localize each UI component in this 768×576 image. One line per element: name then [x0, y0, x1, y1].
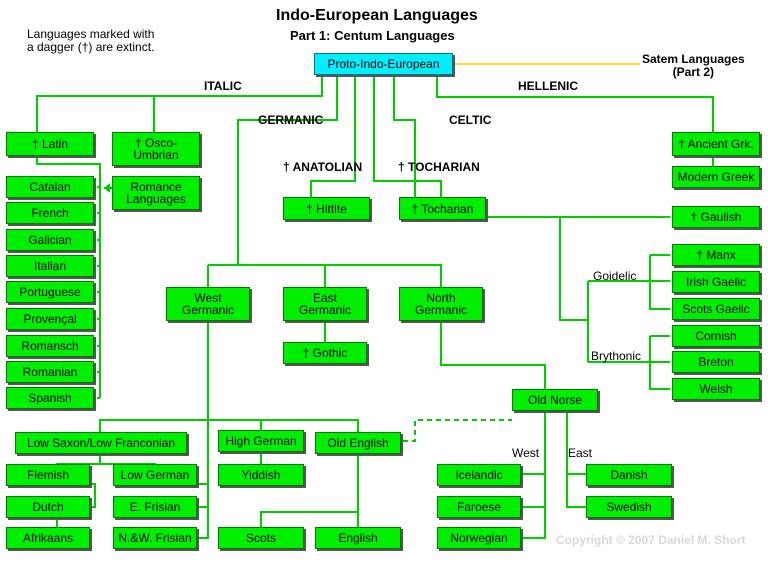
node-north-germanic[interactable]: North Germanic [399, 287, 483, 321]
copyright: Copyright © 2007 Daniel M. Short [556, 533, 746, 547]
node-spanish[interactable]: Spanish [6, 387, 94, 409]
node-danish[interactable]: Danish [586, 464, 672, 486]
node-english[interactable]: English [315, 527, 401, 549]
label-brythonic: Brythonic [591, 349, 642, 363]
node-high-german[interactable]: High German [218, 430, 304, 452]
node-italian[interactable]: Italian [6, 255, 94, 277]
node-old-english[interactable]: Old English [315, 432, 401, 454]
node-gaulish[interactable]: † Gaulish [672, 206, 760, 228]
branch-celtic: CELTIC [449, 113, 492, 127]
node-west-germanic[interactable]: West Germanic [166, 287, 250, 321]
node-scots-gaelic[interactable]: Scots Gaelic [672, 298, 760, 320]
label-west: West [512, 446, 540, 460]
node-low-saxon-low-franconian[interactable]: Low Saxon/Low Franconian [15, 432, 187, 454]
extinct-note: Languages marked with a dagger (†) are e… [27, 27, 155, 54]
node-proto-indo-european[interactable]: Proto-Indo-European [314, 53, 453, 75]
node-tocharian[interactable]: † Tocharian [399, 197, 486, 220]
node-osco-umbrian[interactable]: † Osco- Umbrian [112, 132, 200, 166]
branch-anatolian: † ANATOLIAN [283, 160, 363, 174]
node-gothic[interactable]: † Gothic [283, 342, 367, 364]
branch-italic: ITALIC [204, 79, 242, 93]
node-portuguese[interactable]: Portuguese [6, 281, 94, 303]
node-faroese[interactable]: Faroese [437, 496, 521, 518]
node-scots[interactable]: Scots [218, 527, 304, 549]
node-catalan[interactable]: Catalan [6, 176, 94, 198]
label-east: East [568, 446, 593, 460]
node-breton[interactable]: Breton [672, 351, 760, 373]
node-galician[interactable]: Galician [6, 229, 94, 251]
node-hittite[interactable]: † Hittite [283, 197, 370, 220]
node-romance[interactable]: Romance Languages [112, 176, 200, 210]
branch-germanic: GERMANIC [258, 113, 324, 127]
node-dutch[interactable]: Dutch [6, 496, 90, 518]
node-e-frisian[interactable]: E. Frisian [113, 496, 197, 518]
node-cornish[interactable]: Cornish [672, 325, 760, 347]
node-east-germanic[interactable]: East Germanic [283, 287, 367, 321]
node-low-german[interactable]: Low German [113, 464, 197, 486]
node-flemish[interactable]: Flemish [6, 464, 90, 486]
node-ancient-greek[interactable]: † Ancient Grk. [672, 132, 760, 156]
node-old-norse[interactable]: Old Norse [512, 389, 598, 411]
diagram-subtitle: Part 1: Centum Languages [290, 28, 455, 43]
label-goidelic: Goidelic [593, 269, 637, 283]
diagram-title: Indo-European Languages [276, 7, 478, 24]
node-french[interactable]: French [6, 202, 94, 224]
node-norwegian[interactable]: Norwegian [437, 527, 521, 549]
node-nw-frisian[interactable]: N.&W. Frisian [113, 527, 197, 549]
node-irish-gaelic[interactable]: Irish Gaelic [672, 271, 760, 293]
branch-tocharian: † TOCHARIAN [398, 160, 480, 174]
node-romanian[interactable]: Romanian [6, 361, 94, 383]
node-swedish[interactable]: Swedish [586, 496, 672, 518]
node-welsh[interactable]: Welsh [672, 378, 760, 400]
node-latin[interactable]: † Latin [6, 132, 94, 156]
node-romansch[interactable]: Romansch [6, 335, 94, 357]
node-icelandic[interactable]: Icelandic [437, 464, 521, 486]
branch-hellenic: HELLENIC [518, 79, 578, 93]
node-yiddish[interactable]: Yiddish [218, 464, 304, 486]
node-afrikaans[interactable]: Afrikaans [6, 527, 90, 549]
node-manx[interactable]: † Manx [672, 244, 760, 266]
node-modern-greek[interactable]: Modern Greek [672, 166, 760, 188]
node-provencal[interactable]: Provençal [6, 308, 94, 330]
satem-link[interactable]: Satem Languages (Part 2) [642, 52, 745, 79]
